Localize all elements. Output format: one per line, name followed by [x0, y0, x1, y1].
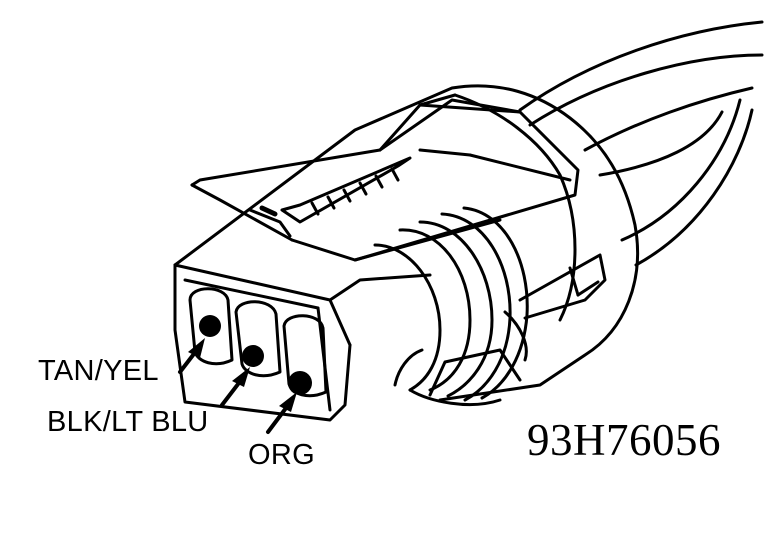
locking-latch	[190, 93, 580, 262]
wire-label-tan-yel: TAN/YEL	[38, 355, 159, 387]
pin-terminals	[199, 315, 312, 395]
wire-label-blk-lt-blu: BLK/LT BLU	[47, 406, 209, 438]
arrow-heads	[188, 338, 297, 412]
pin-a	[199, 315, 221, 337]
side-lock-tab	[503, 253, 607, 362]
seal-ribs	[373, 206, 529, 407]
wire-bundle	[518, 20, 764, 267]
pin-c	[288, 371, 312, 395]
pin-b	[242, 345, 264, 367]
wire-label-org: ORG	[248, 439, 315, 471]
figure-code: 93H76056	[527, 415, 721, 465]
